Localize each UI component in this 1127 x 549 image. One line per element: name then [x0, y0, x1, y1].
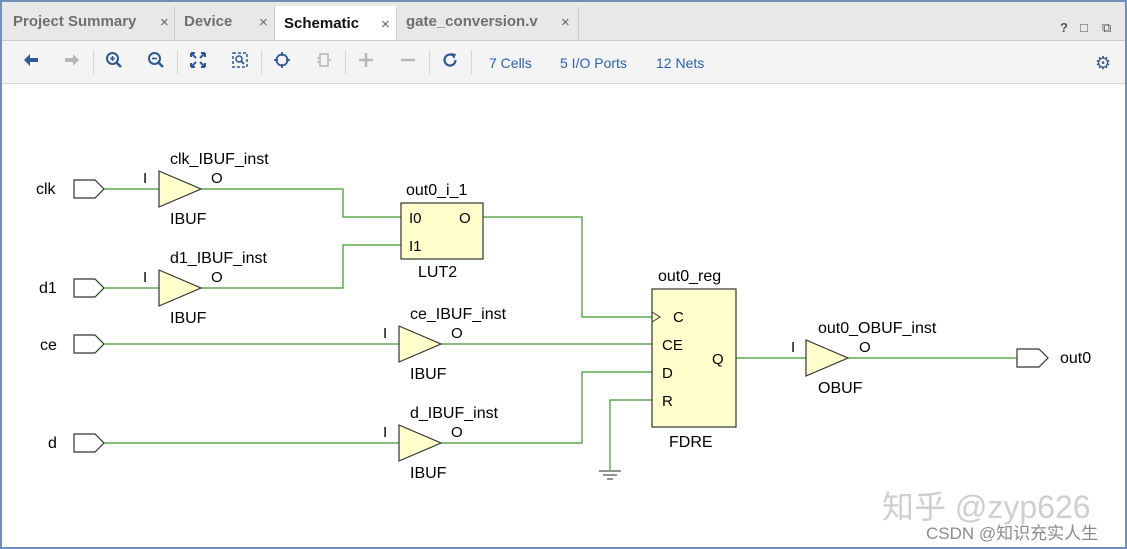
route-icon[interactable]	[313, 51, 335, 73]
crosshair-icon[interactable]	[271, 51, 293, 73]
forward-arrow-icon[interactable]	[61, 51, 83, 73]
back-arrow-icon[interactable]	[20, 51, 42, 73]
out0-obuf-cell[interactable]	[805, 339, 850, 377]
cell-instance-name: out0_reg	[658, 268, 721, 285]
cell-type-label: LUT2	[418, 264, 457, 281]
tab-schematic[interactable]: Schematic ×	[275, 6, 397, 40]
zoom-in-icon[interactable]	[103, 51, 125, 73]
cell-type-label: IBUF	[410, 366, 447, 383]
clk-ibuf-cell[interactable]	[158, 170, 203, 208]
cell-instance-name: out0_OBUF_inst	[818, 320, 937, 337]
pin-label: O	[859, 339, 871, 356]
clock-pin-icon	[651, 311, 661, 323]
cell-type-label: IBUF	[410, 465, 447, 482]
pin-label: I0	[409, 210, 422, 227]
tab-gate-conversion[interactable]: gate_conversion.v ×	[397, 6, 579, 40]
cell-type-label: FDRE	[669, 434, 713, 451]
close-icon[interactable]: ×	[160, 14, 169, 31]
cell-instance-name: d1_IBUF_inst	[170, 250, 267, 267]
nets	[104, 188, 1017, 470]
pin-label: O	[211, 269, 223, 286]
port-d1[interactable]	[73, 278, 105, 298]
zoom-fit-icon[interactable]	[187, 51, 209, 73]
pin-label: O	[451, 325, 463, 342]
float-icon[interactable]: ⧉	[1102, 20, 1112, 35]
ground-icon	[599, 470, 621, 480]
gear-icon[interactable]: ⚙	[1095, 53, 1112, 73]
pin-label: I1	[409, 238, 422, 255]
cell-instance-name: out0_i_1	[406, 182, 467, 199]
fdre-cell[interactable]	[651, 288, 737, 428]
port-label: d	[48, 435, 57, 452]
tab-label: Device	[184, 13, 233, 30]
pin-label: O	[211, 170, 223, 187]
add-icon[interactable]	[355, 51, 377, 73]
port-label: clk	[36, 181, 57, 198]
d1-ibuf-cell[interactable]	[158, 269, 203, 307]
refresh-icon[interactable]	[439, 51, 461, 73]
close-icon[interactable]: ×	[259, 14, 268, 31]
maximize-icon[interactable]: □	[1080, 20, 1088, 35]
cell-type-label: IBUF	[170, 310, 207, 327]
port-label: d1	[39, 280, 57, 297]
zoom-area-icon[interactable]	[229, 51, 251, 73]
ce-ibuf-cell[interactable]	[398, 325, 443, 363]
watermark-sub: CSDN @知识充实人生	[926, 524, 1099, 543]
pin-label: I	[791, 339, 795, 356]
tab-label: Schematic	[284, 15, 360, 32]
port-ce[interactable]	[73, 334, 105, 354]
close-icon[interactable]: ×	[561, 14, 570, 31]
lut2-cell[interactable]	[400, 202, 484, 260]
tab-label: gate_conversion.v	[406, 13, 538, 30]
cells-count-link[interactable]: 7 Cells	[489, 55, 532, 71]
close-icon[interactable]: ×	[381, 16, 390, 33]
cell-instance-name: d_IBUF_inst	[410, 405, 499, 422]
zoom-out-icon[interactable]	[145, 51, 167, 73]
pin-label: I	[383, 325, 387, 342]
pin-label: O	[451, 424, 463, 441]
port-clk[interactable]	[73, 179, 105, 199]
tab-project-summary[interactable]: Project Summary ×	[4, 6, 175, 40]
pin-label: I	[383, 424, 387, 441]
tab-label: Project Summary	[13, 13, 137, 30]
pin-label: I	[143, 170, 147, 187]
cell-type-label: IBUF	[170, 211, 207, 228]
help-icon[interactable]: ?	[1060, 20, 1068, 35]
tab-bar: Project Summary × Device × Schematic × g…	[2, 2, 1125, 41]
port-d[interactable]	[73, 433, 105, 453]
cell-instance-name: ce_IBUF_inst	[410, 306, 507, 323]
schematic-canvas[interactable]: clk d1 ce d out0 clk_IBUF_inst I O IBUF …	[2, 84, 1125, 545]
pin-label: O	[459, 210, 471, 227]
tab-device[interactable]: Device ×	[175, 6, 275, 40]
cell-instance-name: clk_IBUF_inst	[170, 151, 269, 168]
pin-label: D	[662, 365, 673, 382]
nets-count-link[interactable]: 12 Nets	[656, 55, 705, 71]
port-out0[interactable]	[1016, 348, 1049, 368]
port-label: ce	[40, 337, 57, 354]
pin-label: Q	[712, 351, 724, 368]
remove-icon[interactable]	[397, 51, 419, 73]
pin-label: R	[662, 393, 673, 410]
pin-label: CE	[662, 337, 683, 354]
toolbar: 7 Cells 5 I/O Ports 12 Nets ⚙	[2, 41, 1125, 84]
d-ibuf-cell[interactable]	[398, 424, 443, 462]
pin-label: I	[143, 269, 147, 286]
port-label: out0	[1060, 350, 1091, 367]
pin-label: C	[673, 309, 684, 326]
watermark: 知乎 @zyp626	[882, 489, 1091, 525]
io-ports-count-link[interactable]: 5 I/O Ports	[560, 55, 627, 71]
cell-type-label: OBUF	[818, 380, 863, 397]
